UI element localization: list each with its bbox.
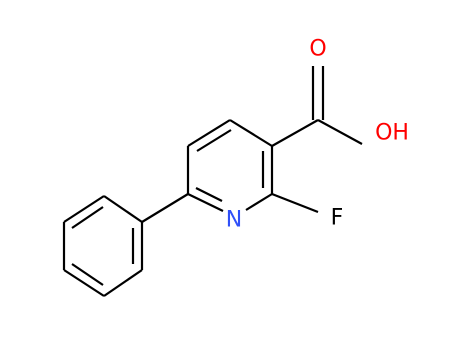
oxygen-atom-label: O xyxy=(309,37,326,62)
pyridine-bond-c4-c3 xyxy=(229,119,273,147)
biaryl-bond xyxy=(141,193,189,223)
pyridine-ring xyxy=(186,119,274,212)
c-oh-bond xyxy=(317,119,363,145)
phenyl-bond-2-inner xyxy=(71,206,104,229)
phenyl-bond-5 xyxy=(103,269,143,297)
phenyl-bond-4-inner xyxy=(71,263,104,286)
phenyl-bond-1 xyxy=(103,195,143,223)
phenyl-bond-2 xyxy=(63,195,105,223)
phenyl-bond-4 xyxy=(63,269,105,297)
fluorine-atom-label: F xyxy=(331,206,344,231)
phenyl-ring xyxy=(62,195,144,297)
pyridine-bond-c2-n xyxy=(245,193,273,211)
pyridine-bond-n-c6-inner xyxy=(195,187,223,202)
pyridine-bond-c5-c4-inner xyxy=(196,129,232,152)
c2-f-bond xyxy=(271,192,319,214)
hydroxyl-label: OH xyxy=(375,121,409,146)
nitrogen-atom-label: N xyxy=(226,208,242,233)
pyridine-bond-c5-c4 xyxy=(187,119,231,147)
pyridine-bond-n-c6 xyxy=(187,193,224,212)
c3-carboxyl-bond xyxy=(271,119,319,147)
